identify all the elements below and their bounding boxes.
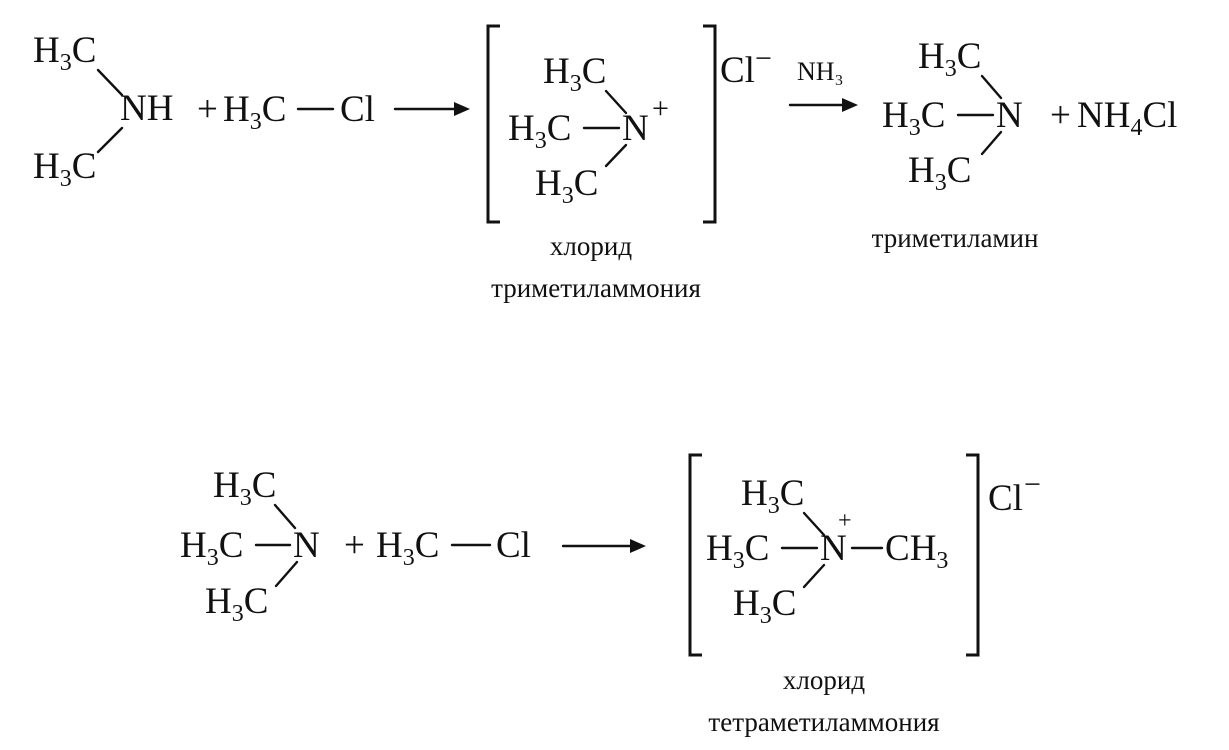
bond xyxy=(980,130,1003,156)
reagent-ammonia: NH₃ xyxy=(797,57,844,86)
bond xyxy=(96,126,124,154)
right-bracket xyxy=(703,24,717,224)
chloromethane: H3C Cl xyxy=(223,89,375,135)
methyl-group: H3C xyxy=(741,473,804,519)
positive-charge: + xyxy=(838,508,852,534)
nitrogen: N xyxy=(996,95,1023,136)
bond xyxy=(802,563,826,589)
plus-sign: + xyxy=(197,89,218,130)
methyl-group: CH3 xyxy=(885,528,948,574)
methyl-group: H3C xyxy=(543,51,606,97)
methyl-group: H3C xyxy=(213,465,276,511)
ammonium-chloride: NH4Cl xyxy=(1077,95,1177,141)
nh-group: NH xyxy=(120,88,173,129)
methyl-group: H3C xyxy=(535,163,598,209)
methyl-group: H3C xyxy=(376,525,439,571)
caption-intermediate-line1: хлорид xyxy=(550,231,632,261)
trimethylammonium-chloride: H3C H3C N + H3C Cl − хлорид триметиламмо… xyxy=(486,24,772,303)
caption-product-line2: тетраметиламмония xyxy=(708,707,939,737)
right-bracket xyxy=(966,453,980,657)
chloromethane: H3C Cl xyxy=(376,525,531,571)
nitrogen: N xyxy=(820,528,847,569)
nitrogen: N xyxy=(293,525,320,566)
bond xyxy=(604,89,628,115)
dimethylamine: H3C H3C NH xyxy=(33,30,173,192)
methyl-group: H3C xyxy=(733,583,796,629)
caption-product: триметиламин xyxy=(872,223,1039,253)
trimethylamine: H3C H3C N H3C xyxy=(180,465,320,627)
reaction-arrow: NH₃ xyxy=(788,57,858,112)
bond xyxy=(980,74,1003,100)
reaction-arrow xyxy=(561,539,646,553)
plus-sign: + xyxy=(1050,95,1071,136)
methyl-group: H3C xyxy=(180,525,243,571)
negative-charge: − xyxy=(1024,468,1041,501)
bond xyxy=(604,143,628,168)
left-bracket xyxy=(688,453,702,657)
nitrogen: N xyxy=(622,108,649,149)
trimethylamine: H3C H3C N H3C триметиламин xyxy=(872,36,1039,253)
negative-charge: − xyxy=(755,42,772,75)
reaction-1: H3C H3C NH + H3C Cl H3C H3C N + xyxy=(33,24,1177,303)
caption-product-line1: хлорид xyxy=(783,665,865,695)
methyl-group: H3C xyxy=(918,36,981,82)
bond xyxy=(96,68,124,97)
tetramethylammonium-chloride: H3C H3C N + CH3 H3C Cl − хлорид тетрамет… xyxy=(688,453,1041,737)
methyl-group: H3C xyxy=(706,528,769,574)
chloride-ion: Cl xyxy=(720,50,755,91)
reaction-arrow xyxy=(393,102,470,116)
bond xyxy=(274,560,299,588)
chloride-ion: Cl xyxy=(988,478,1023,519)
methyl-group: H3C xyxy=(508,108,571,154)
methyl-group: H3C xyxy=(33,146,96,192)
methyl-group: H3C xyxy=(33,30,96,76)
bond xyxy=(273,503,297,530)
reaction-2: H3C H3C N H3C + H3C Cl H3C H3C xyxy=(180,453,1041,737)
positive-charge: + xyxy=(652,92,669,125)
plus-sign: + xyxy=(344,525,365,566)
left-bracket xyxy=(486,24,500,224)
methyl-group: H3C xyxy=(205,581,268,627)
methyl-group: H3C xyxy=(223,89,286,135)
bond xyxy=(802,511,826,537)
chlorine: Cl xyxy=(496,525,531,566)
caption-intermediate-line2: триметиламмония xyxy=(491,273,701,303)
chlorine: Cl xyxy=(340,89,375,130)
methyl-group: H3C xyxy=(908,150,971,196)
methyl-group: H3C xyxy=(882,95,945,141)
